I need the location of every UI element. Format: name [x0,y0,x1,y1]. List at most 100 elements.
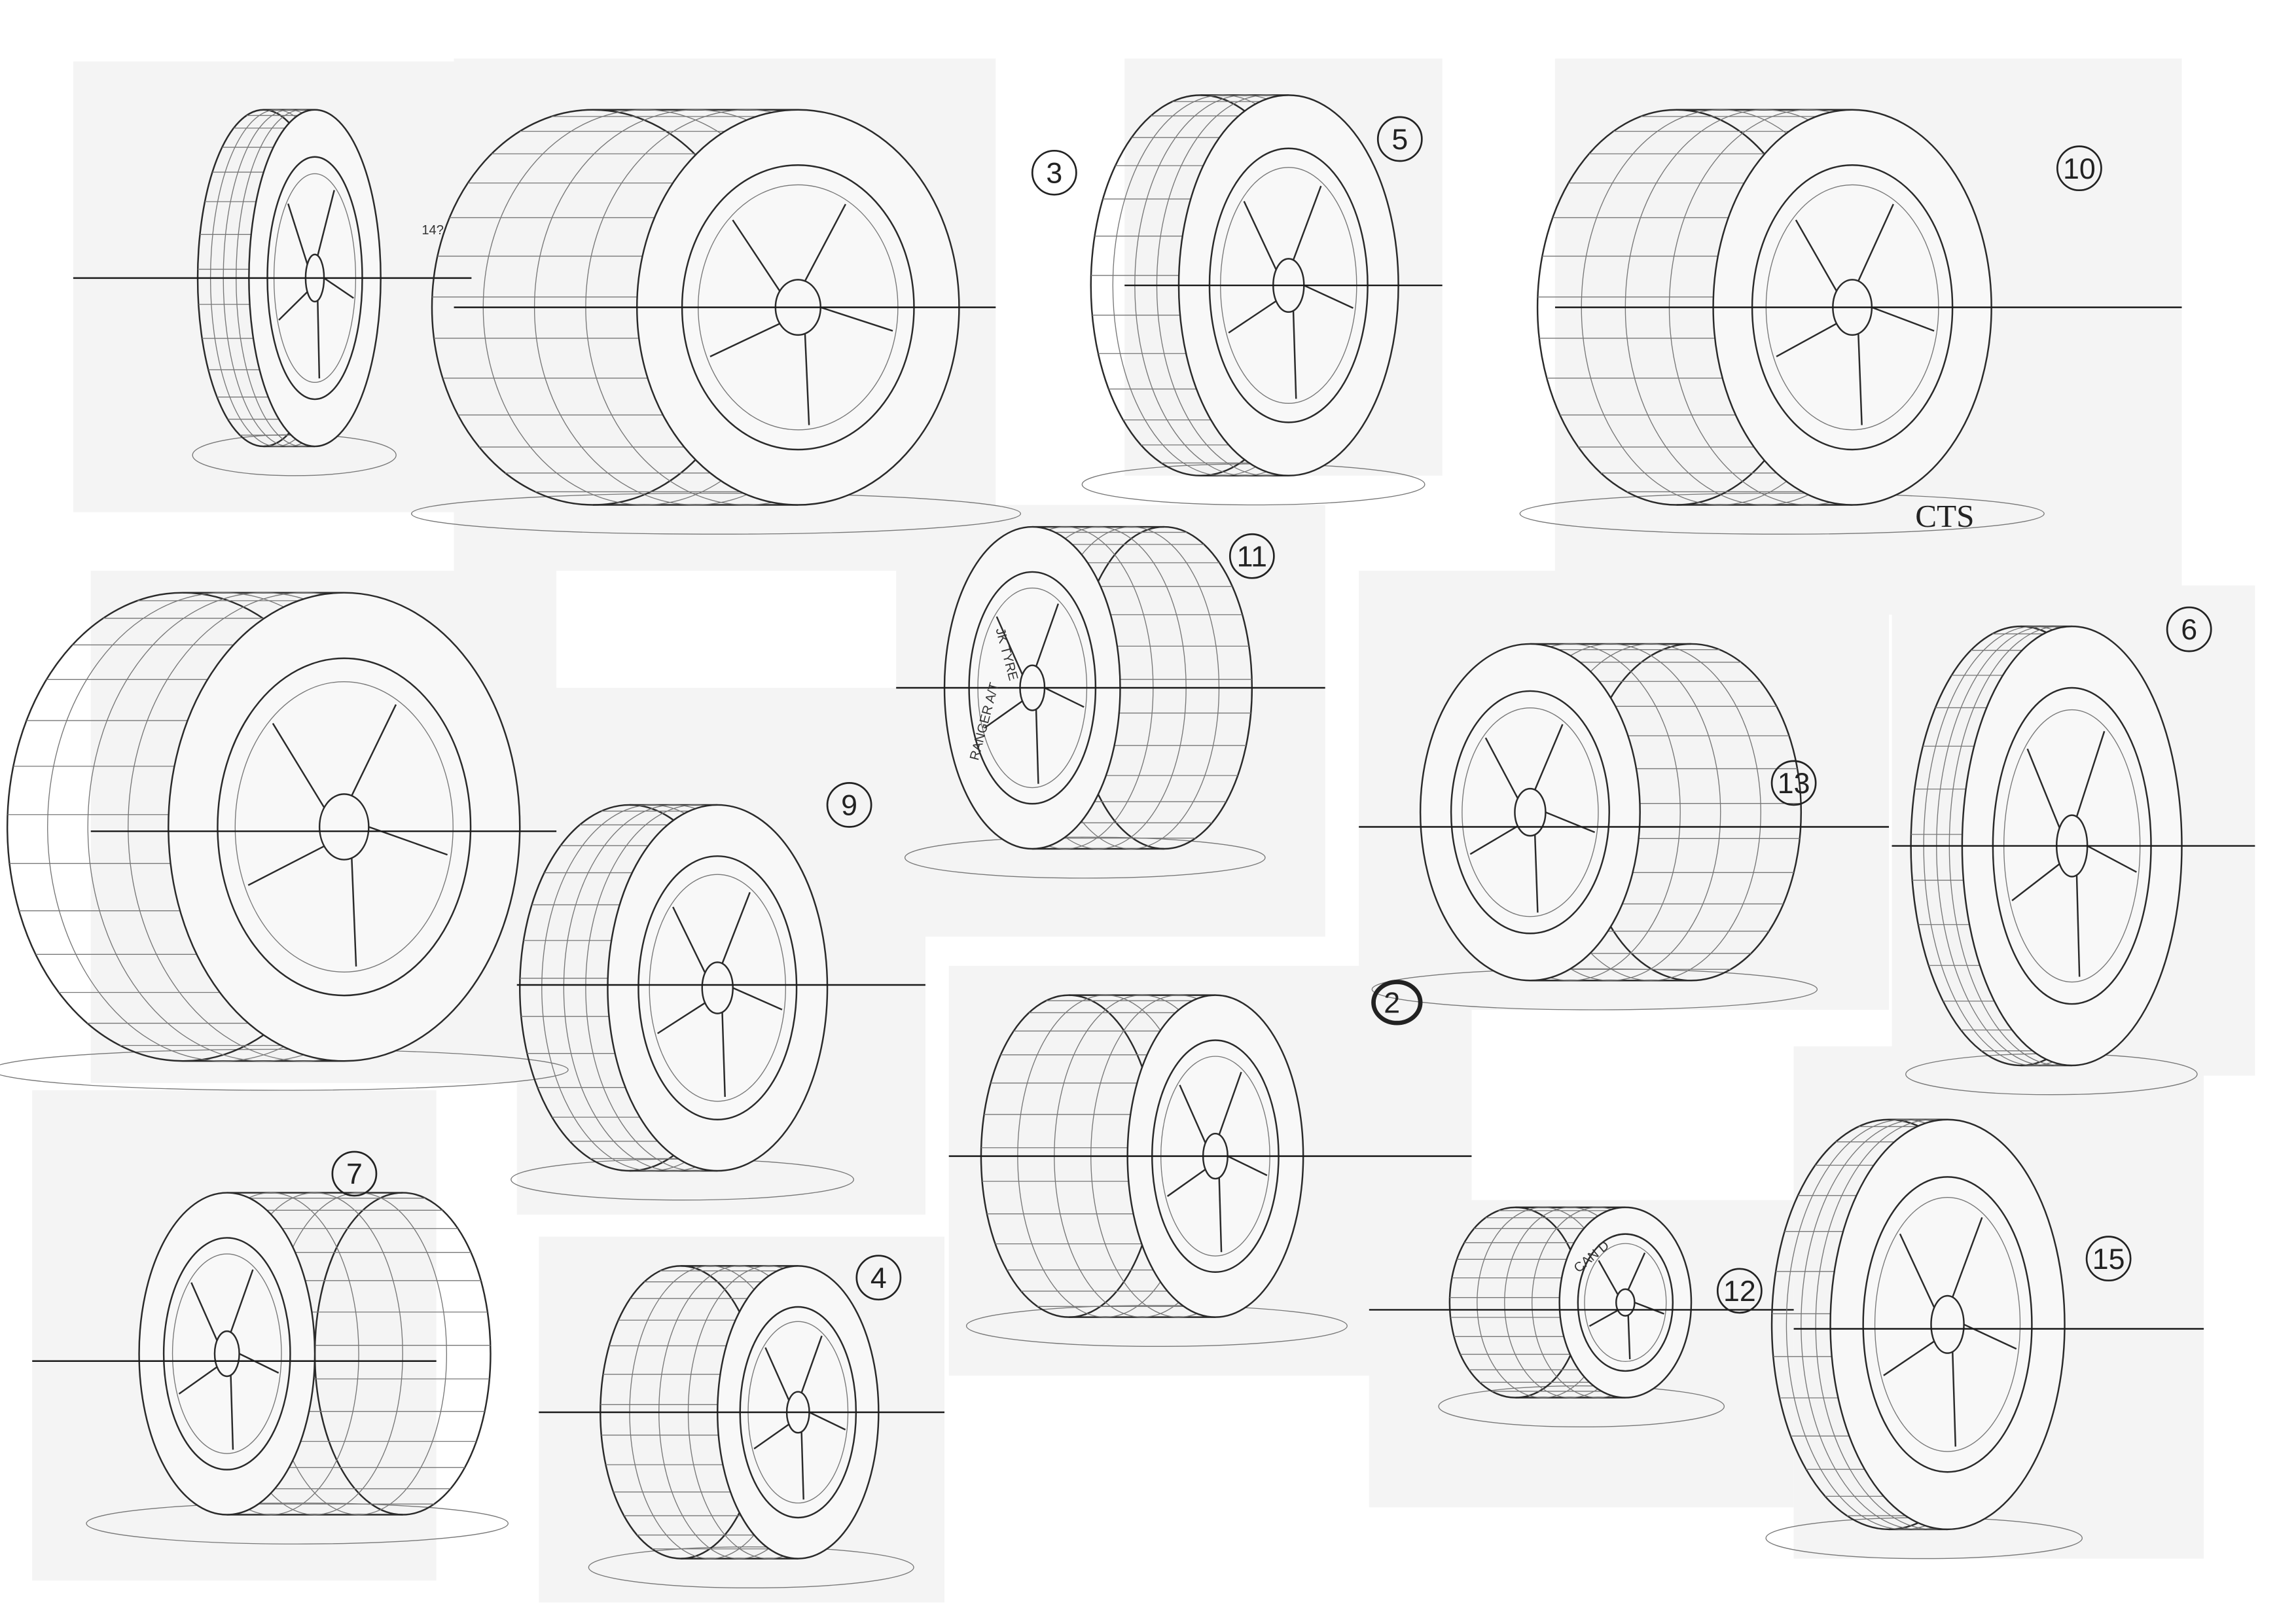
sketch-number-label: 13 [1778,768,1810,800]
sketch-number-label: 10 [2063,153,2096,185]
signature: CTS [1915,498,1974,534]
rim-inner [1874,1197,2021,1452]
spoke [804,204,847,281]
spoke [709,323,780,357]
spoke [351,704,397,796]
spoke [1857,204,1894,281]
spoke [808,1411,846,1431]
spoke [317,300,321,379]
spoke [1627,1315,1631,1359]
spoke [1484,737,1519,799]
shadow [1438,1385,1725,1428]
spoke [1545,811,1596,833]
spoke [1776,323,1837,357]
spoke [1218,1071,1242,1135]
spoke [351,858,357,967]
spoke [672,906,706,974]
sketch-number-label: 4 [870,1262,887,1294]
tire-sketch-unnumbered-9 [948,994,1472,1347]
tire-sketch-unnumbered-4 [0,592,569,1091]
rim-inner [649,874,786,1102]
spoke [230,1269,254,1333]
tire-sketch-9 [511,804,925,1201]
spoke [1899,1233,1935,1308]
tire-sidewall [1829,1118,2066,1531]
tire-sketch-10 [1519,109,2182,535]
spoke [1883,1340,1935,1376]
spoke [1598,1260,1619,1295]
sketch-note: 14? [422,223,444,238]
sketch-number-label: 6 [2181,614,2197,646]
spoke [1218,1177,1223,1253]
spoke [1857,333,1863,425]
spoke [732,219,781,292]
sketch-number-label: 3 [1046,158,1062,190]
spoke [1292,185,1322,260]
spoke [317,190,335,256]
tire-sketch-15 [1765,1118,2204,1560]
spoke [230,1375,234,1450]
shadow [86,1502,509,1544]
spoke [800,1335,823,1393]
rim [637,855,798,1120]
spoke [984,700,1023,729]
spoke [178,1366,218,1395]
tire-sidewall [1419,643,1641,982]
spoke [804,333,810,425]
shadow [588,1546,914,1589]
spoke [800,1431,804,1500]
label-circle [2085,1236,2132,1282]
spoke [1952,1217,1983,1298]
sketch-number-label: 15 [2092,1243,2125,1275]
sketch-number-label: 5 [1391,124,1408,156]
label-circle [1770,760,1817,806]
shadow [904,836,1266,879]
spoke [190,1282,218,1341]
shadow [1371,968,1818,1010]
spoke [753,1423,790,1450]
tire-sketch-4 [539,1265,945,1589]
rim-inner [171,1253,282,1454]
spoke [820,306,893,332]
spoke [1952,1351,1956,1447]
rim-inner [1584,1243,1667,1363]
sketch-number-label: 12 [1723,1275,1756,1308]
label-circle [1376,116,1423,162]
label-circle [1229,533,1275,579]
spoke [1871,306,1935,332]
spoke [721,1012,726,1097]
spoke [764,1347,790,1401]
rim [1862,1176,2033,1473]
spoke [2075,730,2106,817]
spoke [732,987,783,1010]
shadow [965,1305,1348,1347]
spoke [1035,709,1039,784]
hub [1615,1288,1636,1317]
spoke [247,845,325,886]
spoke [1469,825,1518,855]
spoke [2075,875,2081,977]
spoke [278,291,308,321]
tire-sidewall [138,1192,316,1516]
tire-sketch-5 [1081,94,1443,506]
rim [1450,690,1610,935]
rim-inner [1462,707,1599,918]
label-circle [826,782,872,828]
rim [162,1237,291,1471]
spoke [1627,1252,1646,1291]
spoke [1166,1168,1206,1197]
spoke [2011,863,2060,902]
spoke [1044,687,1085,708]
label-circle [1031,149,1077,196]
tire-sketch-13 [1359,643,1890,1010]
shadow [0,1048,569,1091]
tire-sketch-7 [32,1192,509,1544]
spoke [1534,724,1564,791]
label-circle [2166,606,2212,652]
tire-sketch-12 [1369,1206,1794,1428]
spoke [1634,1302,1664,1315]
spoke [1588,1310,1619,1327]
spoke [1228,300,1277,334]
tire-sidewall [1558,1206,1693,1399]
